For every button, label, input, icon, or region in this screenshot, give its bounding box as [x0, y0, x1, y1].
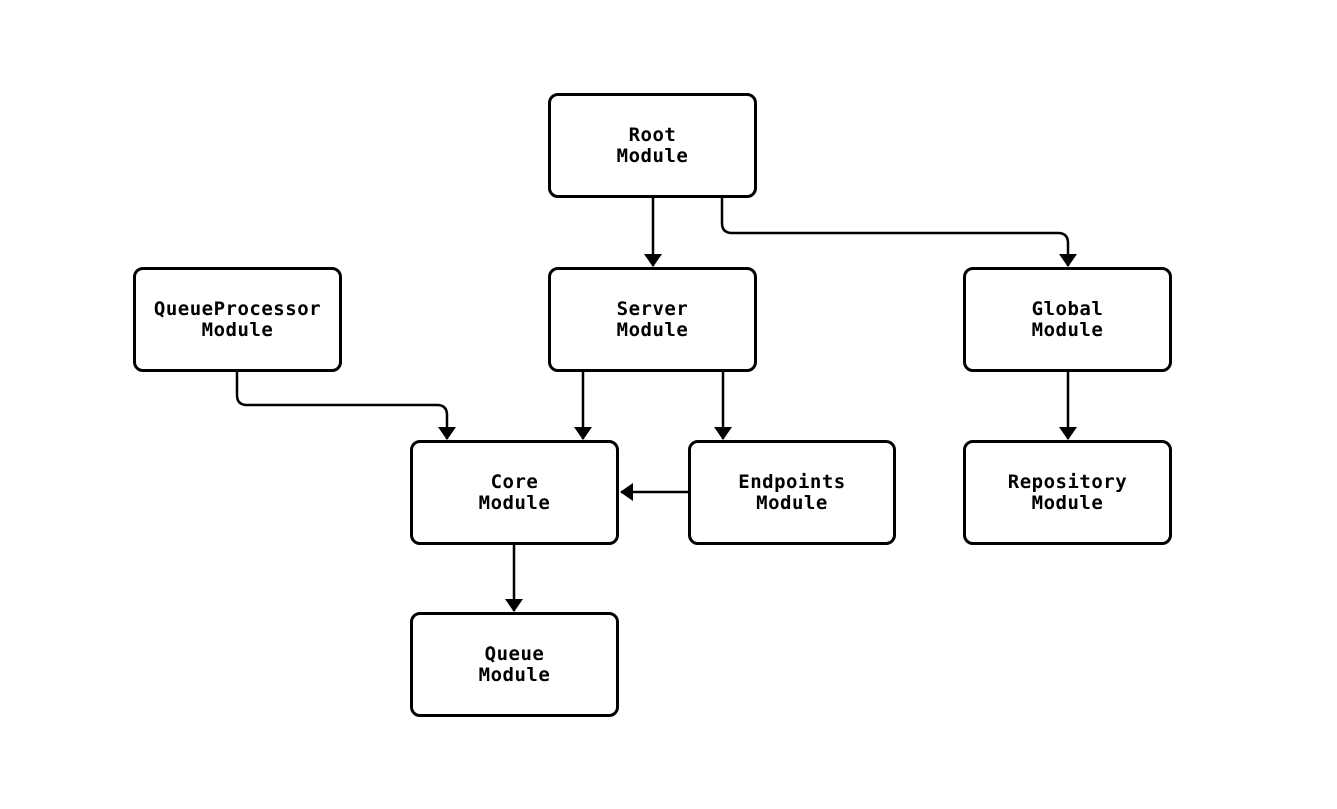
node-endpoints-module: Endpoints Module	[688, 440, 896, 545]
edge-root-to-global	[720, 198, 1077, 267]
node-repository-module: Repository Module	[963, 440, 1172, 545]
node-server-module-label: Server Module	[616, 297, 689, 341]
node-endpoints-module-label: Endpoints Module	[738, 470, 846, 514]
node-root-module: Root Module	[548, 93, 757, 198]
node-queueprocessor-module: QueueProcessor Module	[133, 267, 342, 372]
edge-queueprocessor-to-core	[235, 372, 456, 440]
node-queue-module: Queue Module	[410, 612, 619, 717]
node-core-module-label: Core Module	[478, 470, 551, 514]
node-global-module: Global Module	[963, 267, 1172, 372]
node-core-module: Core Module	[410, 440, 619, 545]
node-root-module-label: Root Module	[616, 123, 689, 167]
node-repository-module-label: Repository Module	[1007, 470, 1128, 514]
node-queue-module-label: Queue Module	[478, 642, 551, 686]
node-server-module: Server Module	[548, 267, 757, 372]
node-queueprocessor-module-label: QueueProcessor Module	[153, 297, 322, 341]
node-global-module-label: Global Module	[1031, 297, 1104, 341]
